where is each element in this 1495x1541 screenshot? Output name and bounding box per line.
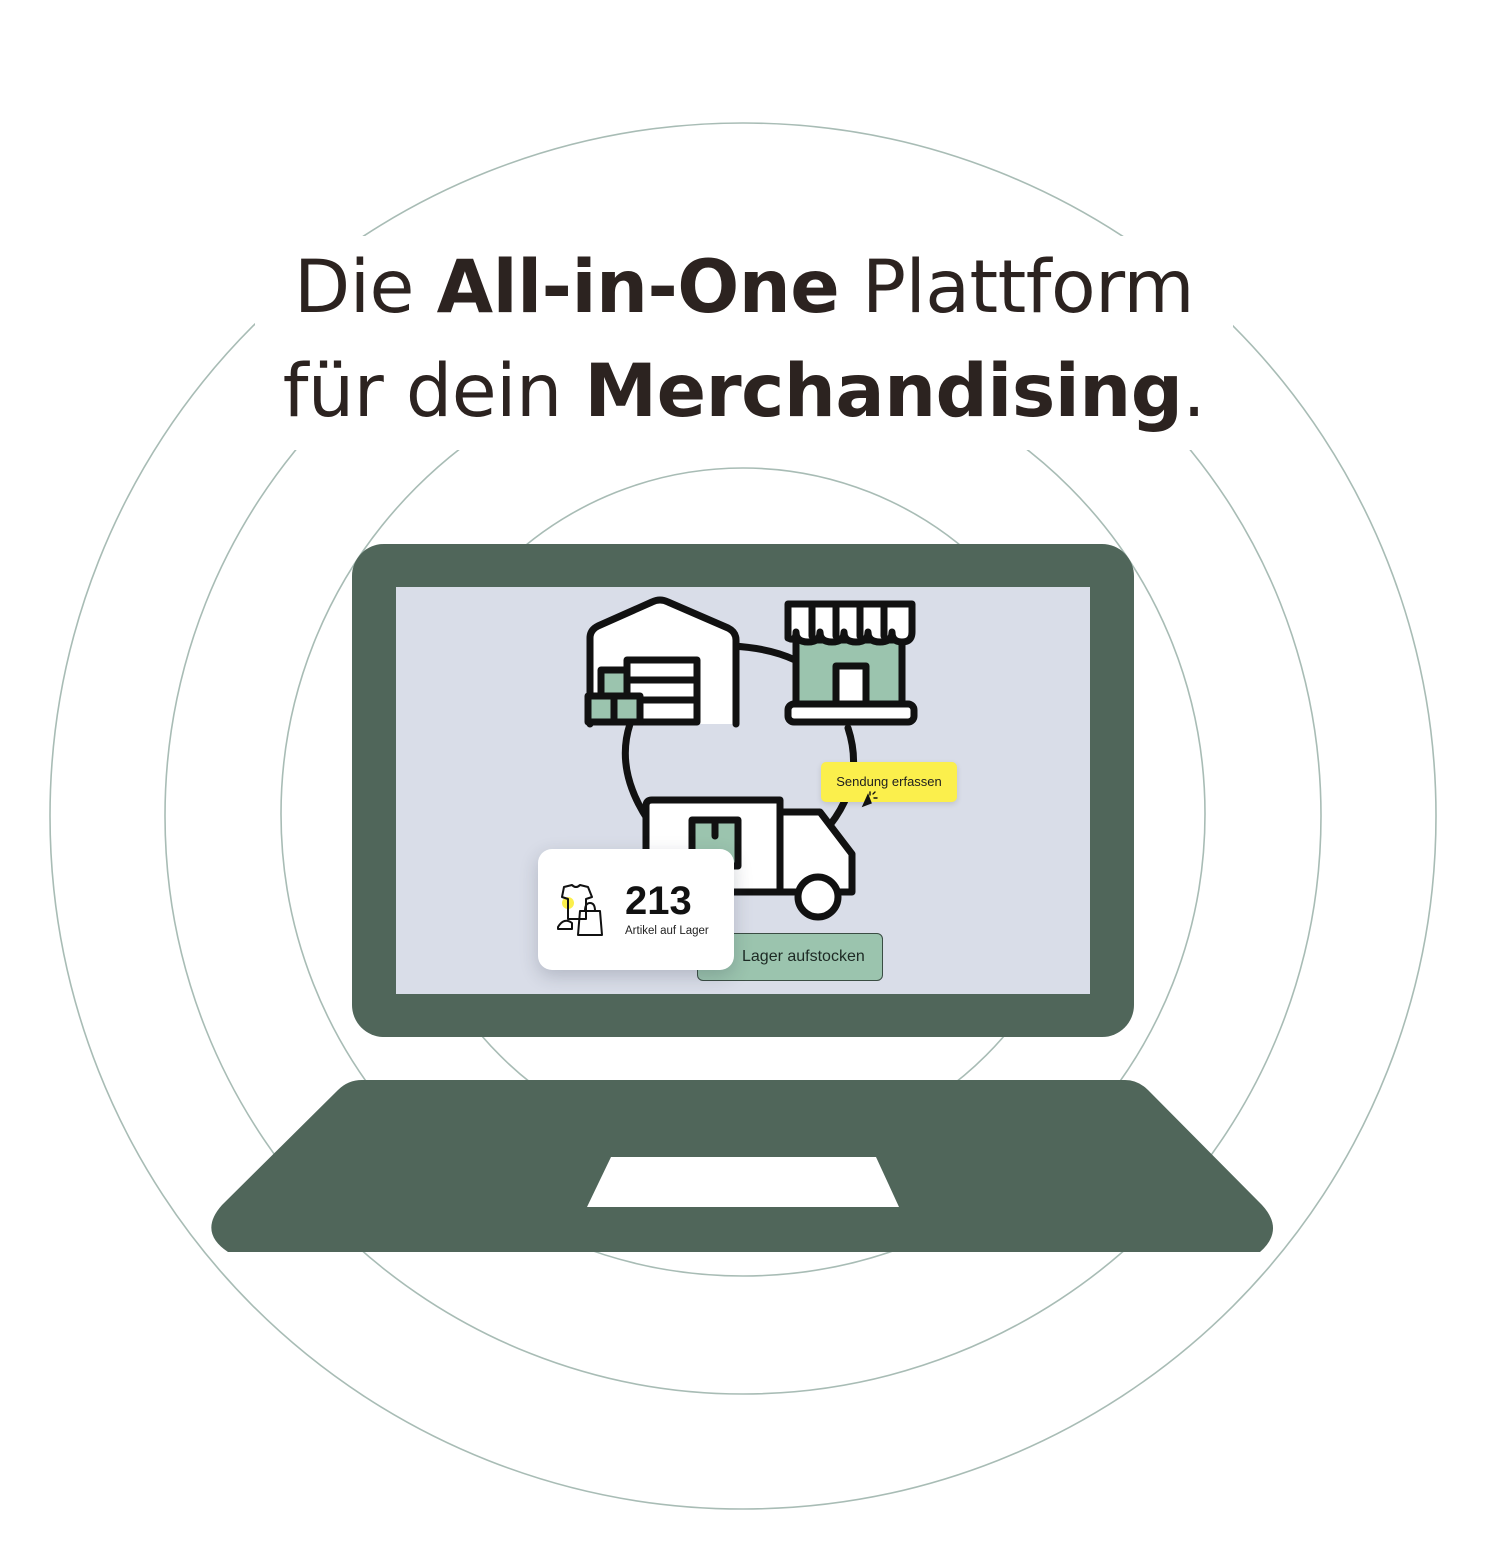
headline-text: Plattform [839,245,1194,330]
stock-count-label: Artikel auf Lager [625,925,709,937]
headline-text: . [1182,349,1206,434]
stock-count: 213 [625,879,692,923]
store-icon [784,600,918,726]
headline-text: Die [294,245,437,330]
restock-button-label: Lager aufstocken [742,948,865,965]
send-shipment-label: Sendung erfassen [836,774,942,789]
loop-left [621,720,652,824]
headline-emphasis: Merchandising [584,349,1183,434]
warehouse-icon [584,596,740,728]
ring-outer [49,122,1437,1510]
merch-icon [557,884,603,936]
headline-emphasis: All-in-One [436,245,840,330]
headline: Die All-in-One Plattform für dein Mercha… [255,236,1233,450]
stock-card: 213 Artikel auf Lager [538,849,734,970]
laptop-screen [396,587,1090,994]
trackpad [587,1157,899,1207]
headline-text: für dein [282,349,585,434]
send-shipment-button[interactable]: Sendung erfassen [821,762,957,808]
headline-line-2: für dein Merchandising. [255,340,1233,444]
headline-line-1: Die All-in-One Plattform [255,236,1233,340]
cursor-click-icon [861,791,878,808]
